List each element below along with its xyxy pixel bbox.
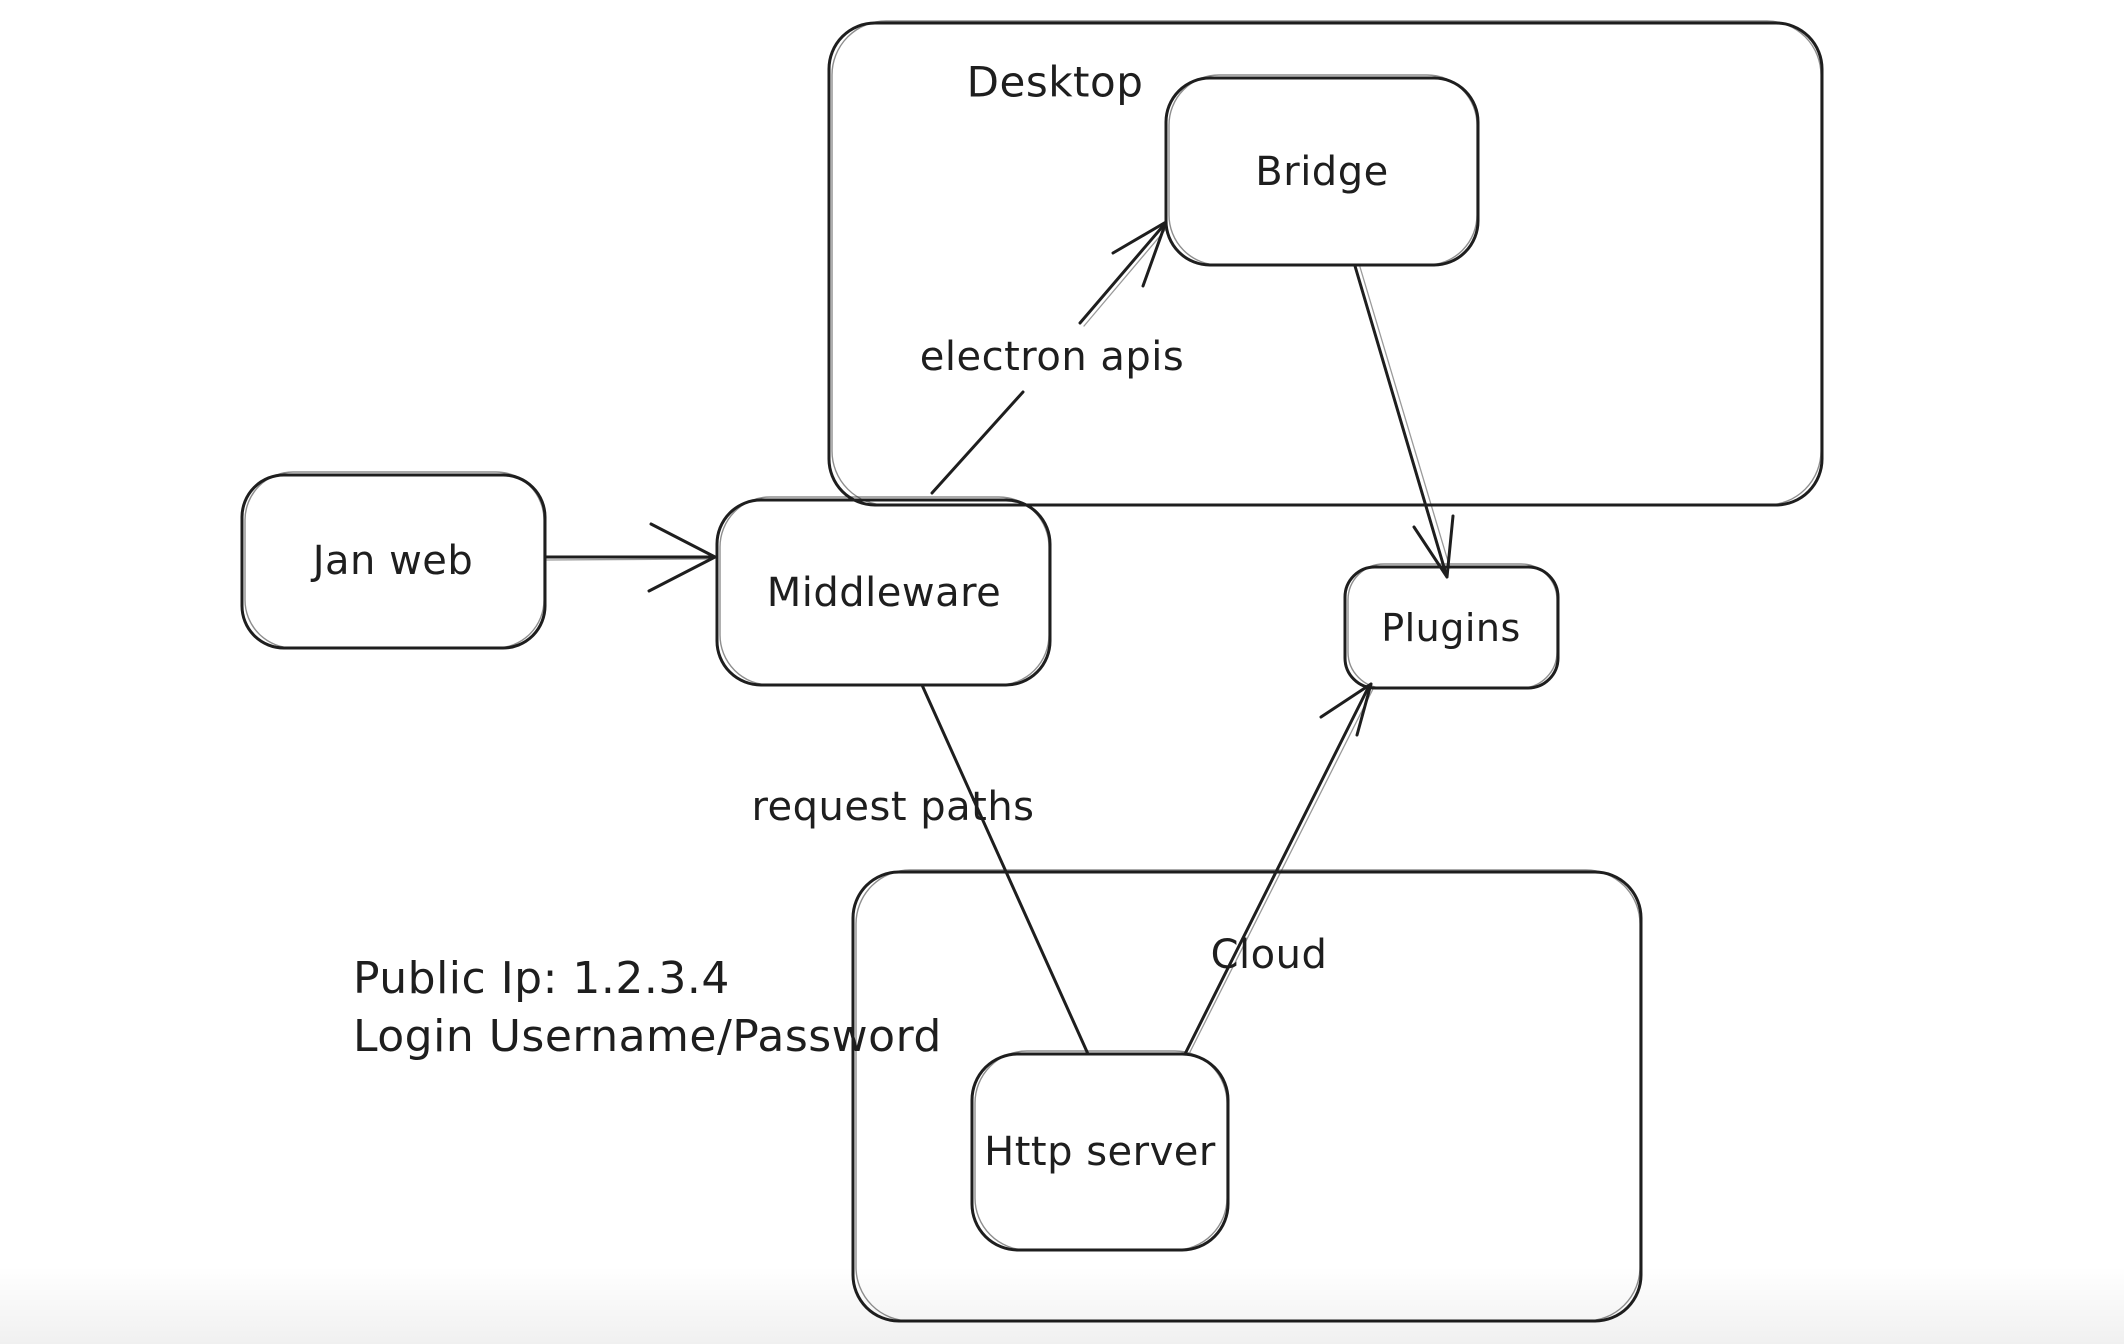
arrowhead-into-bridge (1111, 220, 1168, 288)
http-server-box[interactable] (970, 1050, 1230, 1252)
jan-web-box-sketch-stroke (244, 471, 545, 649)
connector-bridge-sketch-stroke (1359, 266, 1451, 569)
connector-middleware-to-httpserver-line[interactable] (920, 683, 1090, 1056)
edge-label-electron-apis: electron apis (919, 334, 1185, 380)
note-login-line: Login Username/Password (353, 1011, 942, 1062)
bridge-box[interactable] (1164, 74, 1480, 267)
connector-httpserver-sketch-stroke (1189, 688, 1374, 1053)
connector-janweb-to-middleware[interactable] (543, 522, 717, 593)
http-server-box-sketch-stroke (974, 1050, 1228, 1251)
plugins-box[interactable] (1343, 563, 1560, 690)
connector-bridge-to-plugins-line[interactable] (1353, 264, 1448, 576)
jan-web-label: Jan web (312, 538, 474, 584)
connector-middleware-to-bridge-upper-segment[interactable] (1078, 224, 1165, 325)
desktop-container-sketch-stroke (831, 20, 1822, 506)
cloud-credentials-note[interactable]: Public Ip: 1.2.3.4 Login Username/Passwo… (353, 950, 942, 1066)
cloud-container[interactable] (851, 869, 1643, 1323)
connector-bridge-to-plugins[interactable] (1353, 264, 1455, 579)
connector-middleware-to-httpserver[interactable] (920, 683, 1090, 1056)
arrowhead-into-plugins-top (1412, 514, 1455, 579)
plugins-box-sketch-stroke (1347, 563, 1558, 689)
middleware-box[interactable] (715, 496, 1052, 687)
arrowhead-into-middleware (647, 522, 717, 593)
middleware-box-sketch-stroke (719, 496, 1050, 686)
bridge-label: Bridge (1255, 149, 1389, 195)
cloud-container-label: Cloud (1210, 932, 1328, 978)
cloud-container-sketch-stroke (855, 869, 1641, 1322)
edge-label-request-paths: request paths (751, 784, 1035, 830)
note-public-ip-line: Public Ip: 1.2.3.4 (353, 953, 730, 1004)
jan-web-box[interactable] (240, 471, 547, 650)
middleware-label: Middleware (766, 570, 1002, 616)
connector-httpserver-to-plugins[interactable] (1183, 682, 1374, 1056)
desktop-container-label: Desktop (966, 57, 1144, 107)
bridge-box-sketch-stroke (1168, 74, 1478, 266)
connector-middleware-to-bridge-lower-segment[interactable] (930, 390, 1025, 495)
connector-electron-sketch-stroke (1083, 228, 1167, 327)
connector-janweb-sketch-stroke (546, 558, 711, 561)
connector-httpserver-to-plugins-line[interactable] (1183, 684, 1371, 1056)
arrowhead-into-plugins-bottom (1319, 682, 1373, 737)
http-server-label: Http server (984, 1129, 1216, 1175)
connector-middleware-to-bridge[interactable] (930, 220, 1168, 495)
plugins-label: Plugins (1381, 606, 1521, 650)
desktop-container[interactable] (827, 20, 1824, 507)
